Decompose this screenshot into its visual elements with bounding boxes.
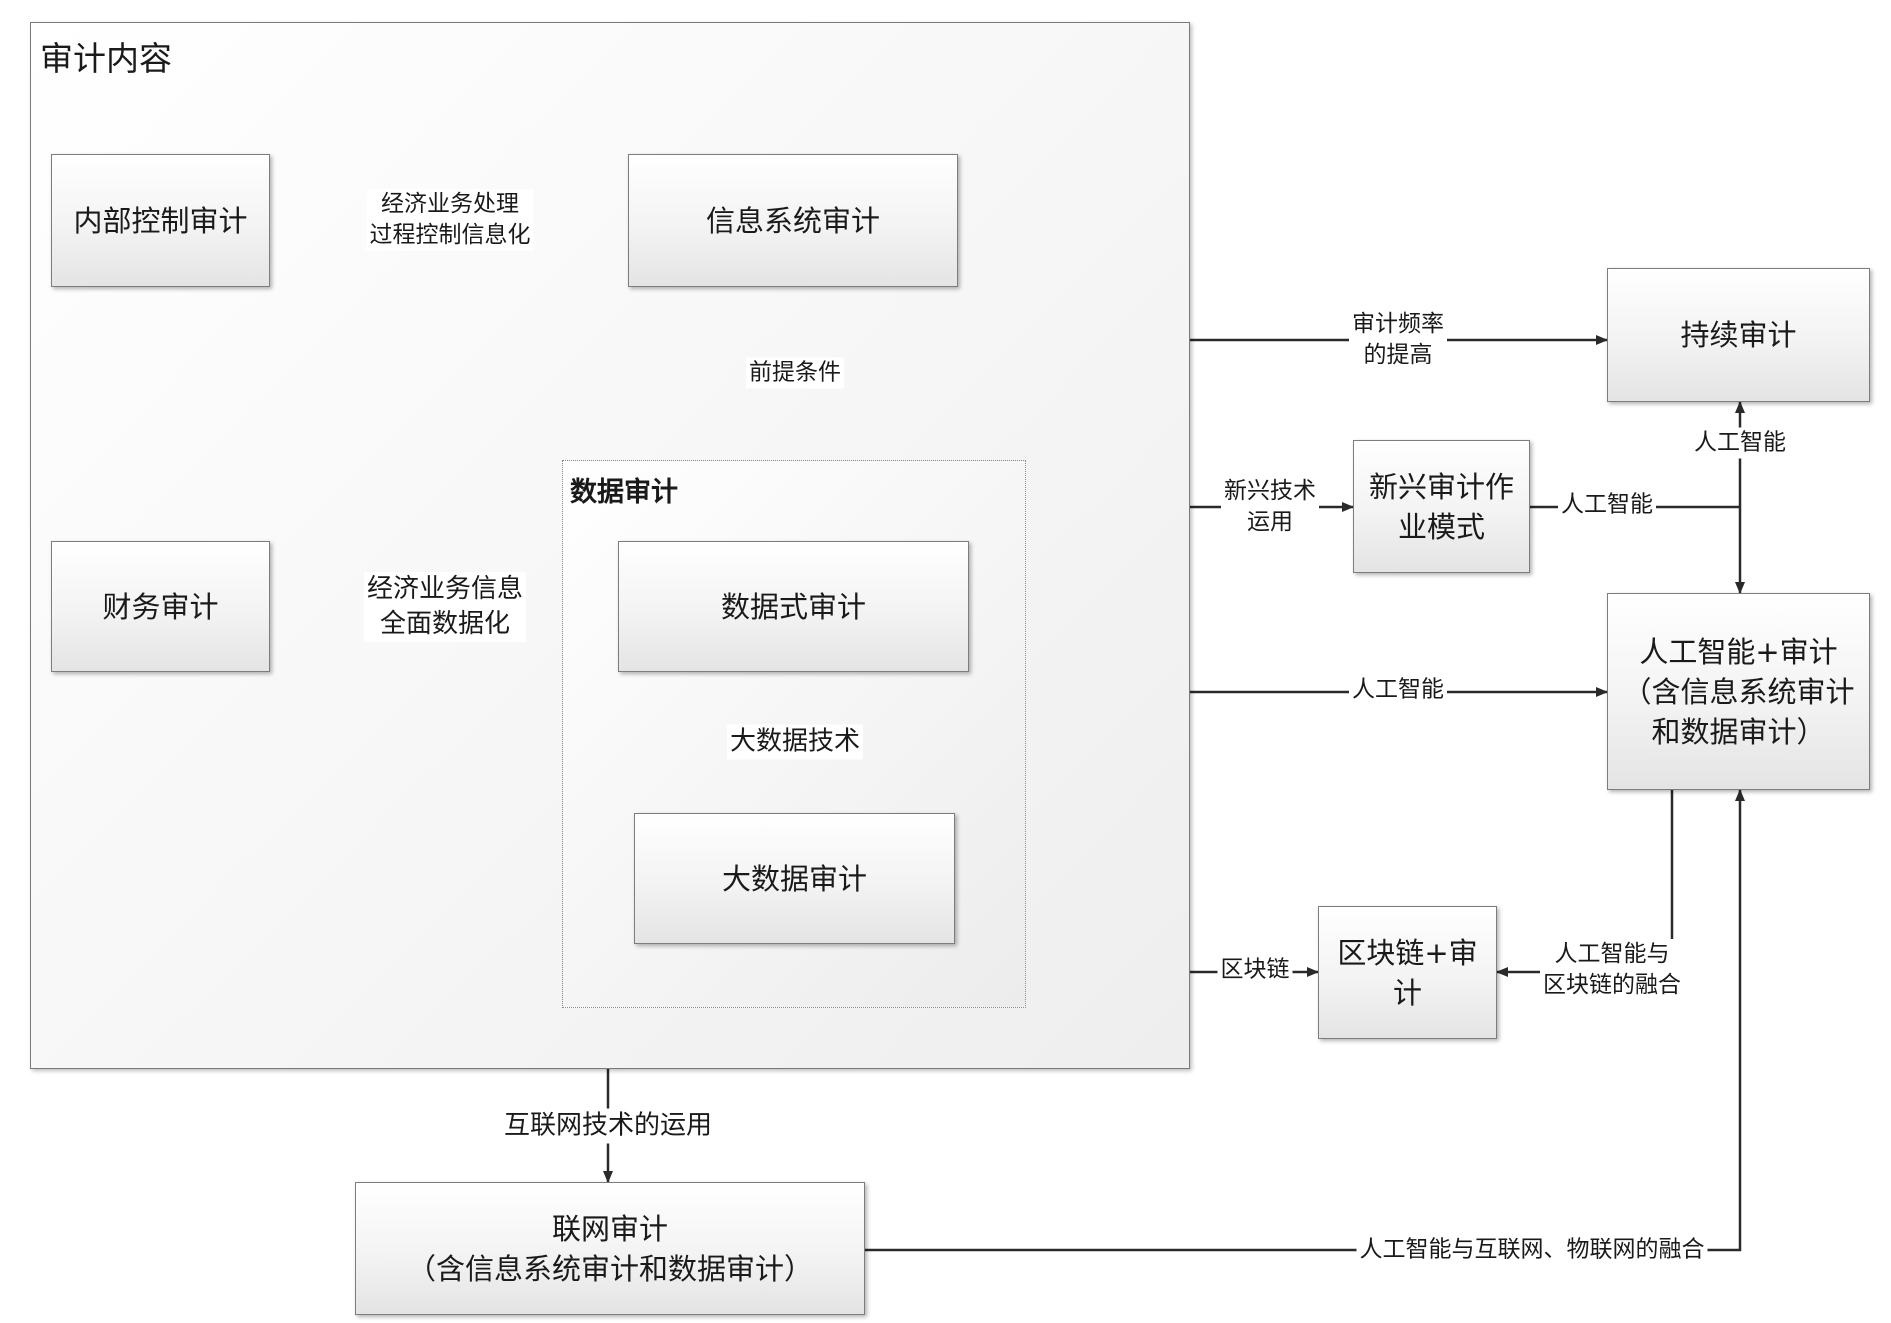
edge-label-fin-to-ds: 经济业务信息 全面数据化 <box>363 572 527 642</box>
edge-label-ic-to-is-line1: 经济业务处理 <box>381 191 519 217</box>
financial-audit-label: 财务审计 <box>102 589 219 624</box>
edge-label-emerging-tech: 新兴技术 运用 <box>1221 476 1319 538</box>
ai-audit-label-line1: 人工智能+审计 <box>1639 634 1838 669</box>
edge-label-fin-to-ds-line1: 经济业务信息 <box>366 574 524 604</box>
edge-label-ai-up-text: 人工智能 <box>1694 429 1786 456</box>
big-data-audit-label: 大数据审计 <box>721 861 867 896</box>
financial-audit-node: 财务审计 <box>51 541 270 672</box>
continuous-audit-label: 持续审计 <box>1680 318 1797 352</box>
blockchain-audit-node: 区块链+审计 <box>1318 906 1497 1039</box>
edge-label-ic-to-is: 经济业务处理 过程控制信息化 <box>366 189 534 251</box>
edge-label-main-ai: 人工智能 <box>1349 674 1447 706</box>
data-audit-title: 数据审计 <box>570 477 678 508</box>
edge-label-precondition-text: 前提条件 <box>749 359 841 386</box>
edge-label-fin-to-ds-line2: 全面数据化 <box>379 609 511 639</box>
edge-label-ai-blockchain-fusion-line2: 区块链的融合 <box>1543 972 1681 998</box>
emerging-audit-mode-node: 新兴审计作业模式 <box>1353 440 1530 573</box>
big-data-audit-node: 大数据审计 <box>634 813 955 944</box>
edge-label-ai-iot-fusion: 人工智能与互联网、物联网的融合 <box>1356 1234 1708 1266</box>
blockchain-audit-label: 区块链+审计 <box>1337 935 1478 1010</box>
edge-label-big-data-tech-text: 大数据技术 <box>729 726 861 757</box>
info-system-audit-label: 信息系统审计 <box>705 203 880 238</box>
edge-label-internet-tech: 互联网技术的运用 <box>500 1108 716 1144</box>
edge-label-ai-up: 人工智能 <box>1691 427 1789 459</box>
edge-label-internet-tech-text: 互联网技术的运用 <box>503 1110 713 1141</box>
internal-control-audit-node: 内部控制审计 <box>51 154 270 287</box>
edge-label-blockchain: 区块链 <box>1217 954 1293 986</box>
emerging-audit-mode-label: 新兴审计作业模式 <box>1368 469 1514 544</box>
network-audit-label-line2: （含信息系统审计和数据审计） <box>406 1251 813 1286</box>
edge-label-ai-blockchain-fusion-line1: 人工智能与 <box>1554 941 1670 967</box>
edge-label-emerging-ai: 人工智能 <box>1558 489 1656 521</box>
audit-content-title: 审计内容 <box>40 39 172 78</box>
data-style-audit-node: 数据式审计 <box>618 541 969 672</box>
edge-network-to-ai-audit <box>865 789 1745 1252</box>
network-audit-label-line1: 联网审计 <box>551 1211 668 1246</box>
internal-control-audit-label: 内部控制审计 <box>73 203 248 238</box>
edge-label-audit-frequency-line2: 的提高 <box>1363 342 1433 368</box>
ai-audit-label-line3: 和数据审计） <box>1651 714 1826 749</box>
edge-label-emerging-ai-text: 人工智能 <box>1561 491 1653 518</box>
continuous-audit-node: 持续审计 <box>1607 268 1870 402</box>
data-style-audit-label: 数据式审计 <box>720 589 866 624</box>
ai-audit-label-line2: （含信息系统审计 <box>1622 674 1855 709</box>
edge-label-ai-iot-fusion-text: 人工智能与互联网、物联网的融合 <box>1359 1236 1705 1263</box>
edge-label-ic-to-is-line2: 过程控制信息化 <box>369 222 531 248</box>
info-system-audit-node: 信息系统审计 <box>628 154 958 287</box>
edge-label-audit-frequency-line1: 审计频率 <box>1352 311 1444 337</box>
edge-label-big-data-tech: 大数据技术 <box>726 724 864 760</box>
edge-label-audit-frequency: 审计频率 的提高 <box>1349 309 1447 371</box>
network-audit-node: 联网审计 （含信息系统审计和数据审计） <box>355 1182 865 1315</box>
edge-label-emerging-tech-line2: 运用 <box>1247 509 1293 535</box>
edge-label-emerging-tech-line1: 新兴技术 <box>1224 478 1316 504</box>
ai-audit-node: 人工智能+审计 （含信息系统审计 和数据审计） <box>1607 593 1870 790</box>
edge-label-ai-blockchain-fusion: 人工智能与 区块链的融合 <box>1540 939 1684 1001</box>
edge-label-main-ai-text: 人工智能 <box>1352 676 1444 703</box>
edge-label-precondition: 前提条件 <box>746 357 844 389</box>
edge-label-blockchain-text: 区块链 <box>1220 956 1290 983</box>
